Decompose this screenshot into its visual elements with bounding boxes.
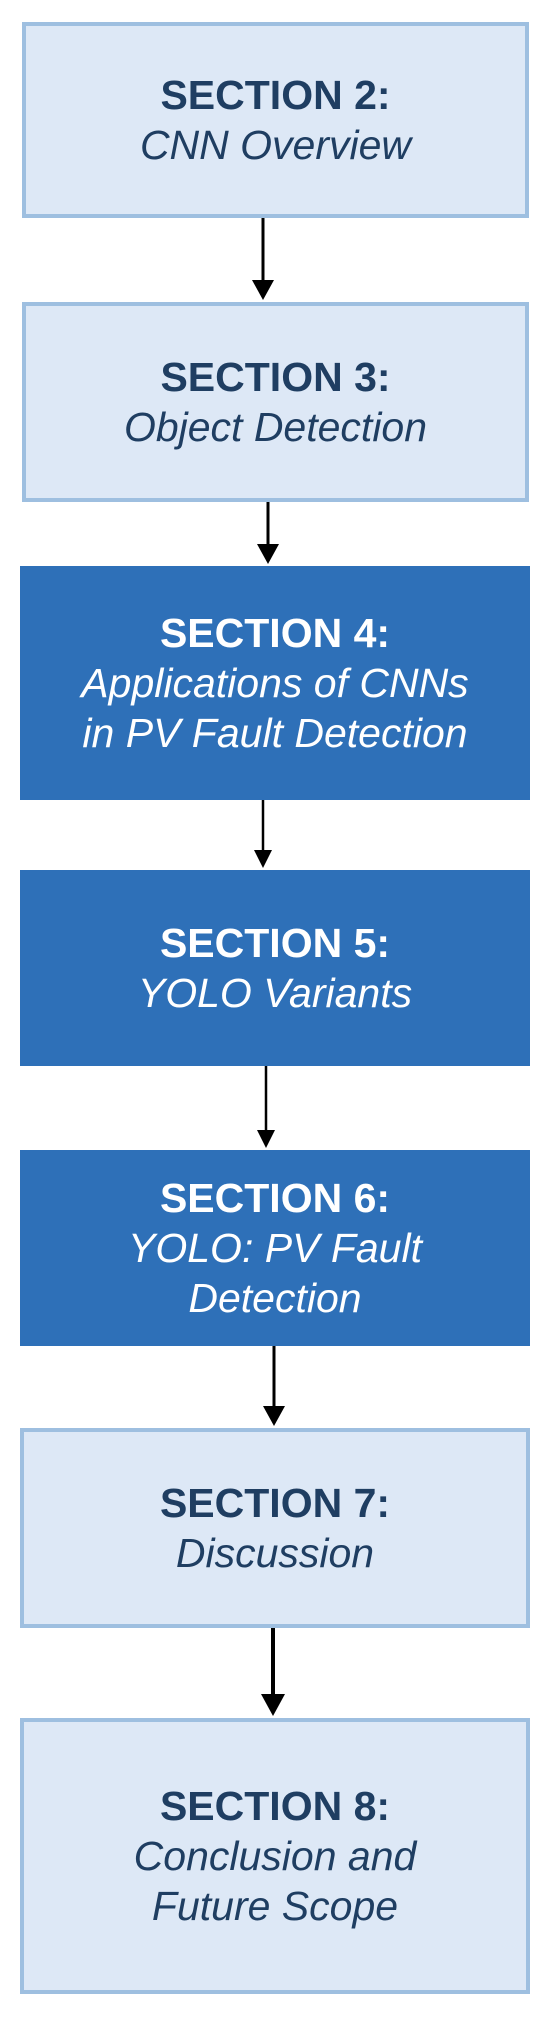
arrow-3-to-4 (253, 502, 283, 566)
section-3-box: SECTION 3: Object Detection (22, 302, 529, 502)
section-6-title: YOLO: PV Fault Detection (128, 1225, 422, 1321)
arrow-2-to-3 (248, 218, 278, 302)
arrow-7-to-8 (258, 1628, 288, 1718)
arrow-6-to-7 (259, 1346, 289, 1428)
section-2-heading: SECTION 2: (160, 72, 391, 118)
section-2-title: CNN Overview (139, 122, 412, 168)
section-7-heading: SECTION 7: (159, 1480, 391, 1526)
section-7-title: Discussion (175, 1530, 375, 1576)
arrow-4-to-5 (248, 800, 278, 870)
section-6-box: SECTION 6: YOLO: PV Fault Detection (20, 1150, 530, 1346)
section-4-box: SECTION 4: Applications of CNNs in PV Fa… (20, 566, 530, 800)
section-4-title: Applications of CNNs in PV Fault Detecti… (81, 660, 469, 756)
arrow-5-to-6 (251, 1066, 281, 1150)
section-5-title: YOLO Variants (137, 970, 413, 1016)
section-8-title: Conclusion and Future Scope (133, 1833, 417, 1929)
section-6-heading: SECTION 6: (159, 1175, 391, 1221)
section-3-title: Object Detection (123, 404, 428, 450)
section-7-box: SECTION 7: Discussion (20, 1428, 530, 1628)
section-2-box: SECTION 2: CNN Overview (22, 22, 529, 218)
section-8-heading: SECTION 8: (159, 1783, 391, 1829)
section-5-heading: SECTION 5: (159, 920, 391, 966)
section-8-box: SECTION 8: Conclusion and Future Scope (20, 1718, 530, 1994)
section-3-heading: SECTION 3: (160, 354, 391, 400)
section-4-heading: SECTION 4: (159, 610, 391, 656)
section-5-box: SECTION 5: YOLO Variants (20, 870, 530, 1066)
